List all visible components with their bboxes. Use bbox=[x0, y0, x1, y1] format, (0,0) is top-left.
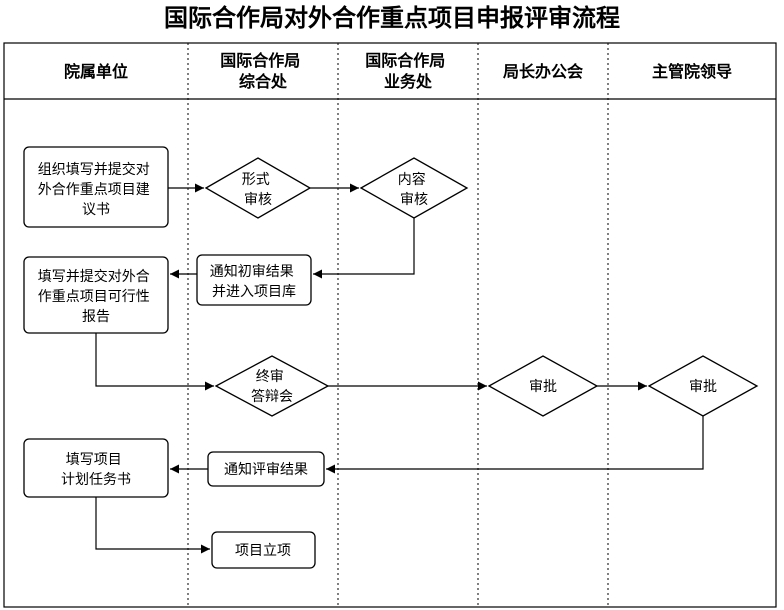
svg-text:填写项目 计划任务书: 填写项目 计划任务书 bbox=[61, 452, 131, 488]
node-proposal: 组织填写并提交对 外合作重点项目建 议书 bbox=[23, 146, 169, 228]
node-notify-initial: 通知初审结果 并进入项目库 bbox=[196, 254, 312, 306]
lane-header-general-office: 国际合作局 综合处 bbox=[220, 51, 306, 91]
arrow-feasibility-to-defense bbox=[95, 333, 214, 391]
svg-text:组织填写并提交对 外合作重点项目建: 组织填写并提交对 外合作重点项目建 议书 bbox=[38, 161, 154, 218]
node-notify-result: 通知评审结果 bbox=[207, 451, 325, 487]
node-task-book: 填写项目 计划任务书 bbox=[23, 438, 169, 498]
node-project-establish: 项目立项 bbox=[211, 531, 316, 569]
svg-text:项目立项: 项目立项 bbox=[235, 543, 291, 559]
svg-text:填写并提交对外合 作重点项目可行性: 填写并提交对外合 作重点项目可行性 报告 bbox=[38, 268, 154, 325]
node-content-review: 内容 审核 bbox=[359, 157, 469, 219]
node-feasibility-report: 填写并提交对外合 作重点项目可行性 报告 bbox=[23, 256, 169, 334]
svg-text:审批: 审批 bbox=[689, 379, 717, 395]
node-final-defense: 终审 答辩会 bbox=[214, 355, 330, 417]
svg-text:形式 审核: 形式 审核 bbox=[242, 172, 274, 208]
node-approve-leader: 审批 bbox=[647, 355, 759, 417]
svg-text:内容 审核: 内容 审核 bbox=[398, 171, 430, 208]
lane-header-leadership: 主管院领导 bbox=[652, 62, 732, 81]
swimlane-frame bbox=[3, 42, 777, 608]
arrow-taskbook-to-establish bbox=[95, 497, 210, 554]
lane-header-business-office: 国际合作局 业务处 bbox=[365, 51, 451, 91]
svg-text:审批: 审批 bbox=[529, 379, 557, 395]
lane-header-director-meeting: 局长办公会 bbox=[503, 62, 583, 81]
node-formal-review: 形式 审核 bbox=[204, 157, 312, 219]
lane-header-institute-units: 院属单位 bbox=[64, 62, 128, 81]
node-approve-office: 审批 bbox=[487, 355, 599, 417]
arrow-content-to-notify bbox=[313, 218, 415, 279]
diagram-title: 国际合作局对外合作重点项目申报评审流程 bbox=[164, 4, 620, 32]
svg-text:通知初审结果 并进入项目库: 通知初审结果 并进入项目库 bbox=[210, 263, 298, 300]
svg-text:通知评审结果: 通知评审结果 bbox=[224, 461, 308, 478]
svg-text:终审 答辩会: 终审 答辩会 bbox=[251, 369, 293, 405]
arrow-leader-to-notify-result bbox=[326, 416, 704, 474]
